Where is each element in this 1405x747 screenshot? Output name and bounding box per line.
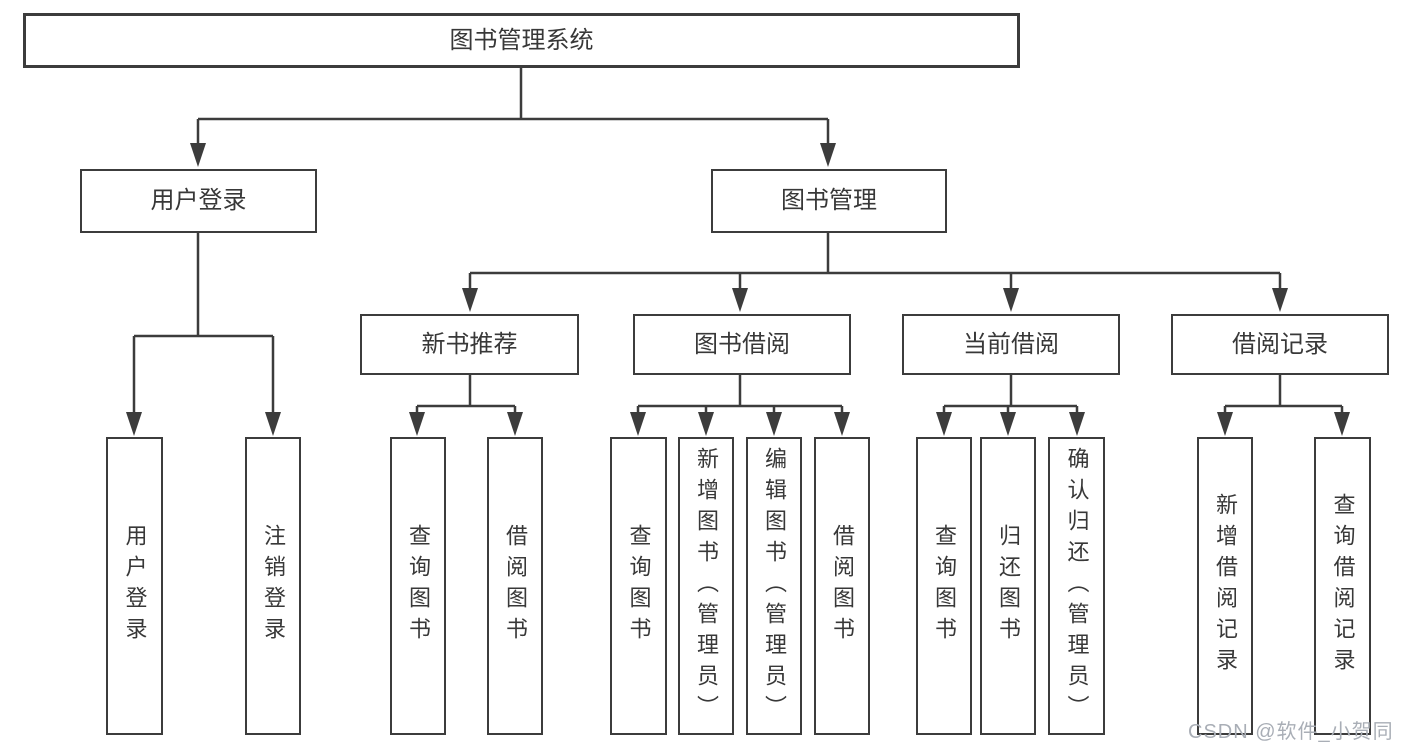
leaf-query-borrow-record: 查询借阅记录 bbox=[1314, 437, 1371, 735]
node-user-login: 用户登录 bbox=[80, 169, 317, 233]
arrowhead-icons bbox=[126, 143, 1350, 436]
leaf-confirm-return-admin: 确认归还（管理员） bbox=[1048, 437, 1105, 735]
node-borrowing-records: 借阅记录 bbox=[1171, 314, 1389, 375]
node-current-borrowing: 当前借阅 bbox=[902, 314, 1120, 375]
watermark: CSDN @软件_小贺同学 bbox=[1188, 721, 1394, 743]
leaf-borrow-books: 借阅图书 bbox=[814, 437, 870, 735]
leaf-query-books-current: 查询图书 bbox=[916, 437, 972, 735]
node-book-management: 图书管理 bbox=[711, 169, 947, 233]
leaf-add-book-admin: 新增图书（管理员） bbox=[678, 437, 734, 735]
leaf-borrow-books-recommend: 借阅图书 bbox=[487, 437, 543, 735]
node-new-book-recommendation: 新书推荐 bbox=[360, 314, 579, 375]
node-book-borrowing: 图书借阅 bbox=[633, 314, 851, 375]
node-library-management-system: 图书管理系统 bbox=[23, 13, 1020, 68]
leaf-add-borrow-record: 新增借阅记录 bbox=[1197, 437, 1253, 735]
leaf-user-login: 用户登录 bbox=[106, 437, 163, 735]
leaf-logout: 注销登录 bbox=[245, 437, 301, 735]
leaf-query-books-recommend: 查询图书 bbox=[390, 437, 446, 735]
leaf-edit-book-admin: 编辑图书（管理员） bbox=[746, 437, 802, 735]
leaf-query-books-borrowing: 查询图书 bbox=[610, 437, 667, 735]
leaf-return-books: 归还图书 bbox=[980, 437, 1036, 735]
